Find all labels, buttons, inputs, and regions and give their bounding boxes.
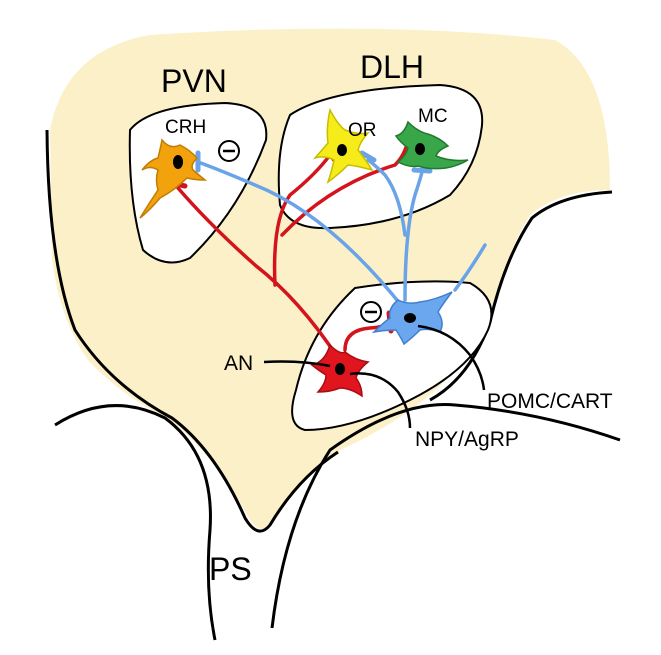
crh-label: CRH <box>165 117 206 138</box>
an-label: AN <box>224 352 253 375</box>
or-label: OR <box>348 120 377 141</box>
hypothalamus-outline-left <box>45 129 339 533</box>
pomc-cart-terminals <box>195 150 433 174</box>
crh-nucleus-dot <box>173 155 183 169</box>
or-terminal-blue <box>359 150 377 163</box>
npy-to-crh-projection <box>176 186 340 360</box>
crh-neuron <box>139 138 208 219</box>
pomc-axon-up <box>453 243 487 292</box>
npy-agrp-neuron <box>310 343 370 398</box>
dlh-label: DLH <box>360 49 424 85</box>
npy-agrp-leader-line <box>349 372 412 429</box>
ps-label: PS <box>209 551 252 587</box>
hypothalamus-outline-right <box>429 190 613 402</box>
pomc-cart-leader-line <box>417 324 486 391</box>
an-leader-line <box>263 360 331 368</box>
pomc-cart-nucleus-dot <box>404 313 416 323</box>
npy-agrp-label: NPY/AgRP <box>415 428 519 451</box>
pomc-cart-neuron <box>371 291 453 346</box>
pomc-cart-label: POMC/CART <box>487 390 613 413</box>
mc-neuron <box>394 120 469 170</box>
mc-nucleus-dot <box>415 143 425 155</box>
pituitary-stalk-left <box>54 404 217 641</box>
or-nucleus-dot <box>337 144 347 156</box>
or-neuron <box>312 107 374 184</box>
npy-agrp-nucleus-dot <box>335 363 345 375</box>
pituitary-stalk-right <box>270 403 621 629</box>
mc-terminal-blue <box>411 167 433 174</box>
npy-to-or-projection <box>272 153 332 287</box>
pomc-to-or-projection <box>366 158 407 237</box>
mc-label: MC <box>418 106 448 127</box>
inhibition-symbol-arcuate <box>360 301 382 323</box>
pomc-to-crh-projection <box>196 160 407 312</box>
pvn-label: PVN <box>161 63 227 99</box>
inhibition-symbol-pvn <box>218 140 240 162</box>
pomc-to-mc-projection <box>403 170 424 302</box>
pomc-cart-projections <box>196 158 487 312</box>
